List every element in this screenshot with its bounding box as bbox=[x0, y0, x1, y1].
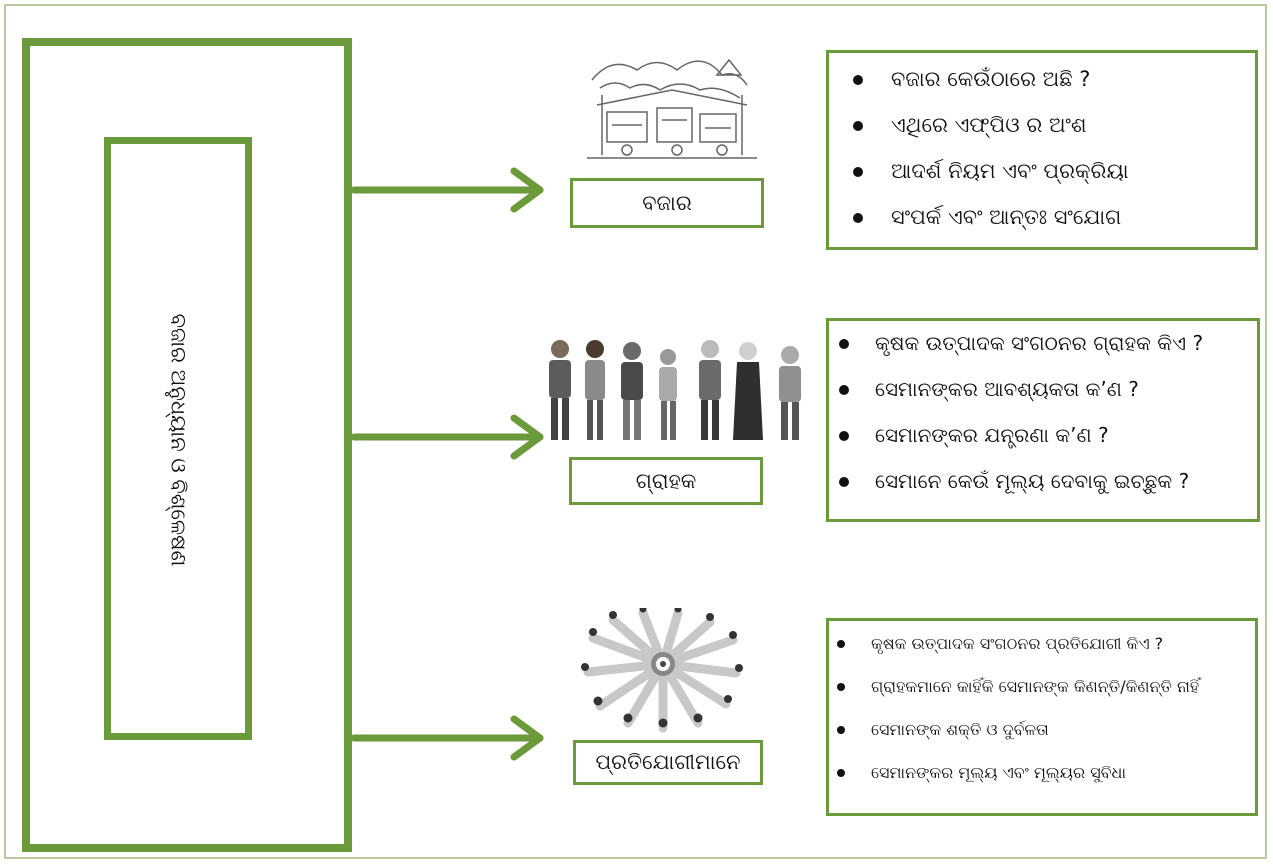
list-item: ସେମାନେ କେଉଁ ମୂଲ୍ୟ ଦେବାକୁ ଇଚ୍ଛୁକ ? bbox=[839, 469, 1257, 494]
label-competitors: ପ୍ରତିଯୋଗୀମାନେ bbox=[573, 740, 763, 785]
arrowhead-market bbox=[510, 167, 544, 213]
arrowhead-customer bbox=[510, 414, 544, 460]
people-group-icon bbox=[549, 340, 801, 440]
list-item: କୃଷକ ଉତ୍ପାଦକ ସଂଗଠନର ଗ୍ରାହକ କିଏ ? bbox=[839, 331, 1257, 356]
list-item: ଆଦର୍ଶ ନିୟମ ଏବଂ ପ୍ରକ୍ରିୟା bbox=[853, 159, 1255, 184]
list-item: ସେମାନଙ୍କର ମୂଲ୍ୟ ଏବଂ ମୂଲ୍ୟର ସୁବିଧା bbox=[837, 762, 1255, 784]
list-item: କୃଷକ ଉତ୍ପାଦକ ସଂଗଠନର ପ୍ରତିଯୋଗୀ କିଏ ? bbox=[837, 633, 1255, 655]
title-box bbox=[104, 137, 252, 740]
competitors-questions-box: କୃଷକ ଉତ୍ପାଦକ ସଂଗଠନର ପ୍ରତିଯୋଗୀ କିଏ ? ଗ୍ରା… bbox=[826, 618, 1258, 816]
label-customer: ଗ୍ରାହକ bbox=[569, 457, 763, 505]
list-item: ସଂପର୍କ ଏବଂ ଆନ୍ତଃ ସଂଯୋଗ bbox=[853, 205, 1255, 230]
list-item: ସେମାନଙ୍କ ଶକ୍ତି ଓ ଦୁର୍ବଳତା bbox=[837, 719, 1255, 741]
list-item: ସେମାନଙ୍କର ଯନ୍ତ୍ରଣା କ’ଣ ? bbox=[839, 423, 1257, 448]
list-item: ଏଥିରେ ଏଫ୍‌ପିଓ ର ଅଂଶ bbox=[853, 113, 1255, 138]
customer-questions-box: କୃଷକ ଉତ୍ପାଦକ ସଂଗଠନର ଗ୍ରାହକ କିଏ ? ସେମାନଙ୍… bbox=[826, 318, 1260, 522]
list-item: ସେମାନଙ୍କର ଆବଶ୍ୟକତା କ’ଣ ? bbox=[839, 377, 1257, 402]
market-questions-box: ବଜାର କେଉଁଠାରେ ଅଛି ? ଏଥିରେ ଏଫ୍‌ପିଓ ର ଅଂଶ … bbox=[826, 50, 1258, 250]
competitors-circle-icon bbox=[581, 608, 743, 733]
list-item: ବଜାର କେଉଁଠାରେ ଅଛି ? bbox=[853, 67, 1255, 92]
market-stall-icon bbox=[587, 58, 757, 159]
label-market: ବଜାର bbox=[570, 178, 764, 228]
arrowhead-competitors bbox=[510, 715, 544, 761]
outer-container bbox=[22, 38, 352, 852]
diagram-frame bbox=[4, 4, 1267, 859]
list-item: ଗ୍ରାହକମାନେ କାହିଁକି ସେମାନଙ୍କ କିଣନ୍ତି/କିଣନ… bbox=[837, 676, 1255, 698]
